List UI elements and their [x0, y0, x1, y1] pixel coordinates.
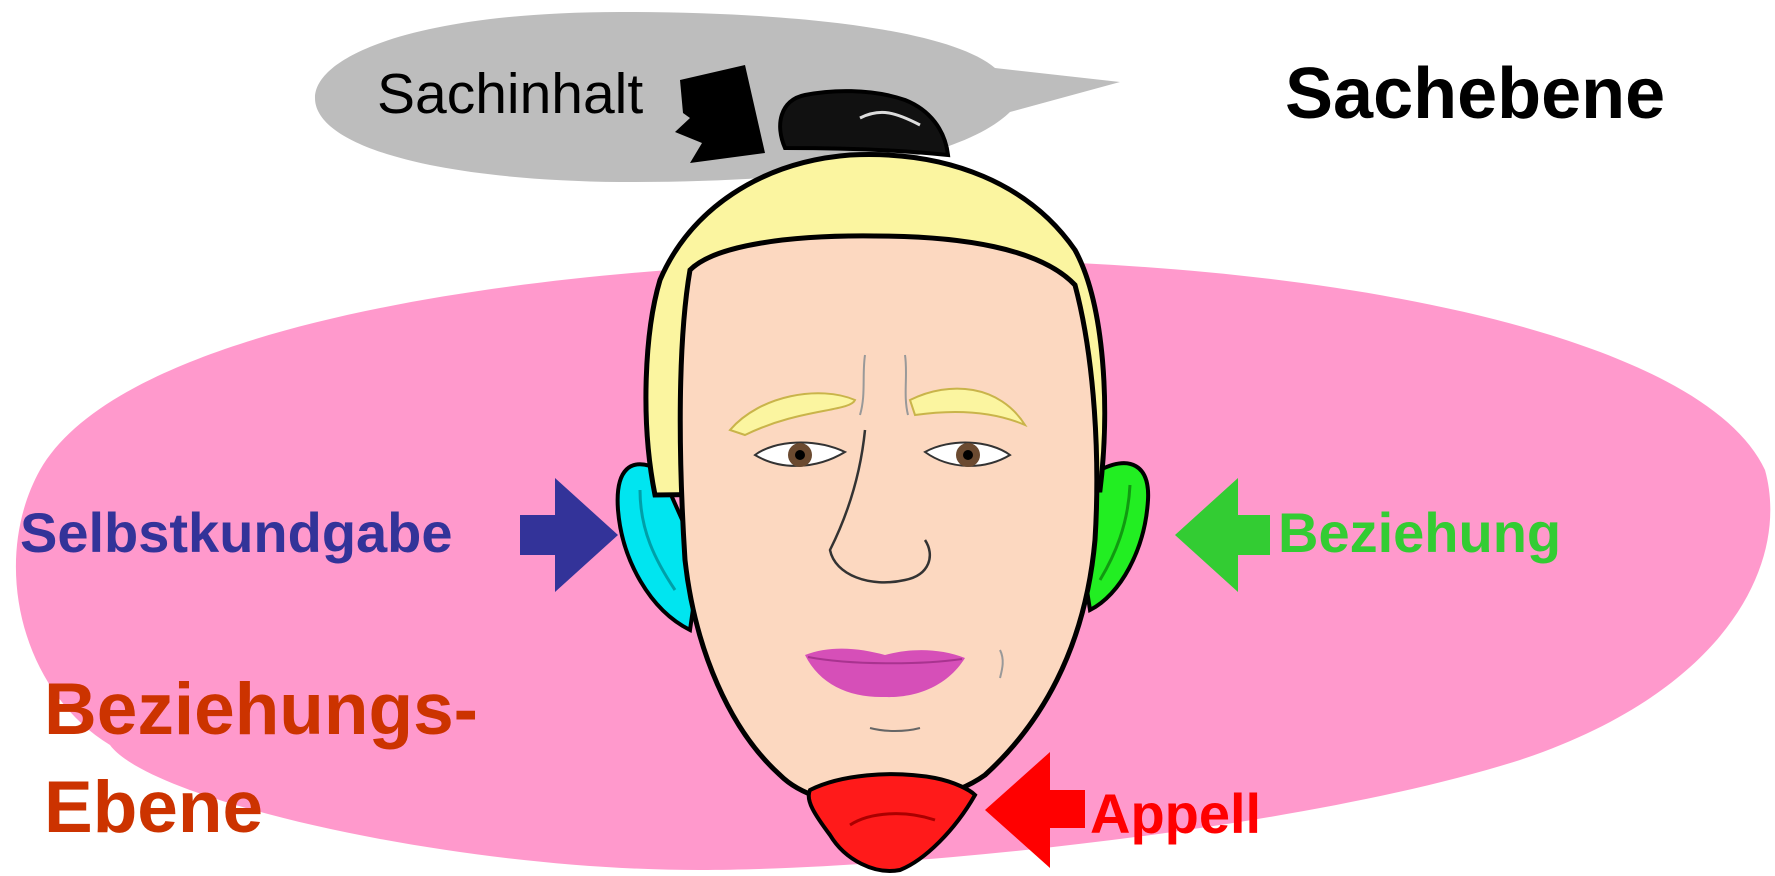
appell-label: Appell: [1090, 786, 1261, 842]
beziehung-label: Beziehung: [1278, 505, 1561, 561]
selbstkundgabe-label: Selbstkundgabe: [20, 505, 453, 561]
sachinhalt-label: Sachinhalt: [377, 66, 643, 123]
sachebene-label: Sachebene: [1285, 58, 1665, 130]
beziehungsebene-label-line2: Ebene: [44, 771, 263, 844]
beziehungsebene-label-line1: Beziehungs-: [44, 673, 478, 746]
